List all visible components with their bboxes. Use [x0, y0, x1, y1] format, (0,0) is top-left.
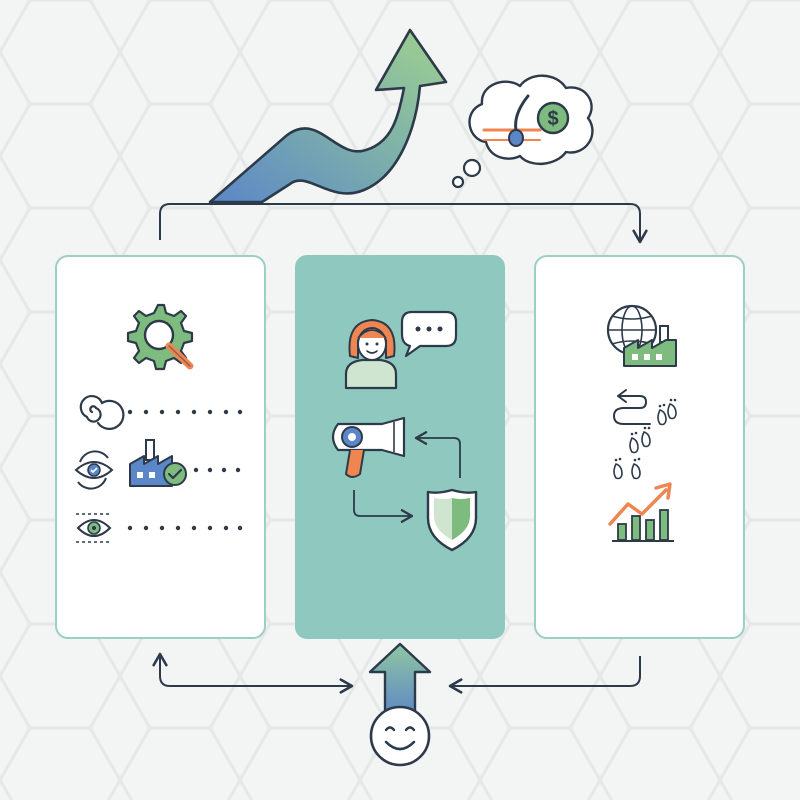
globe-factory-icon — [606, 304, 677, 367]
dotted-line-row-2 — [193, 467, 241, 473]
cycle-arrow-bottom — [353, 490, 414, 523]
dotted-line-row-3 — [127, 525, 243, 531]
gear-magnifier-icon — [126, 303, 194, 371]
eye-icon — [76, 513, 112, 543]
bottom-right-connector — [448, 656, 641, 694]
eye-cycle-icon — [74, 450, 114, 490]
footprint-pair-3 — [613, 457, 641, 480]
bottom-left-connector — [152, 652, 354, 694]
person-icon — [344, 319, 398, 390]
spiral-icon — [79, 395, 125, 430]
growth-chart-icon — [608, 482, 674, 542]
right-panel — [534, 255, 745, 639]
hair-follicle-icon — [482, 94, 542, 147]
thought-cloud-icon — [451, 74, 594, 189]
top-connector — [159, 203, 648, 244]
footprint-pair-1 — [657, 398, 677, 426]
shield-icon — [426, 488, 478, 552]
smiley-icon — [369, 705, 431, 767]
growth-arrow-icon — [208, 28, 448, 204]
speech-bubble-icon — [400, 310, 458, 358]
dollar-coin-icon: $ — [536, 101, 570, 135]
hair-dryer-icon — [331, 416, 406, 478]
dollar-symbol: $ — [547, 108, 558, 130]
cycle-arrow-top — [414, 431, 461, 478]
footprints-icon — [613, 398, 677, 480]
footprint-pair-2 — [629, 426, 651, 454]
route-arrow-icon — [612, 389, 651, 425]
factory-check-icon — [129, 439, 187, 487]
dotted-line-row-1 — [127, 409, 243, 415]
